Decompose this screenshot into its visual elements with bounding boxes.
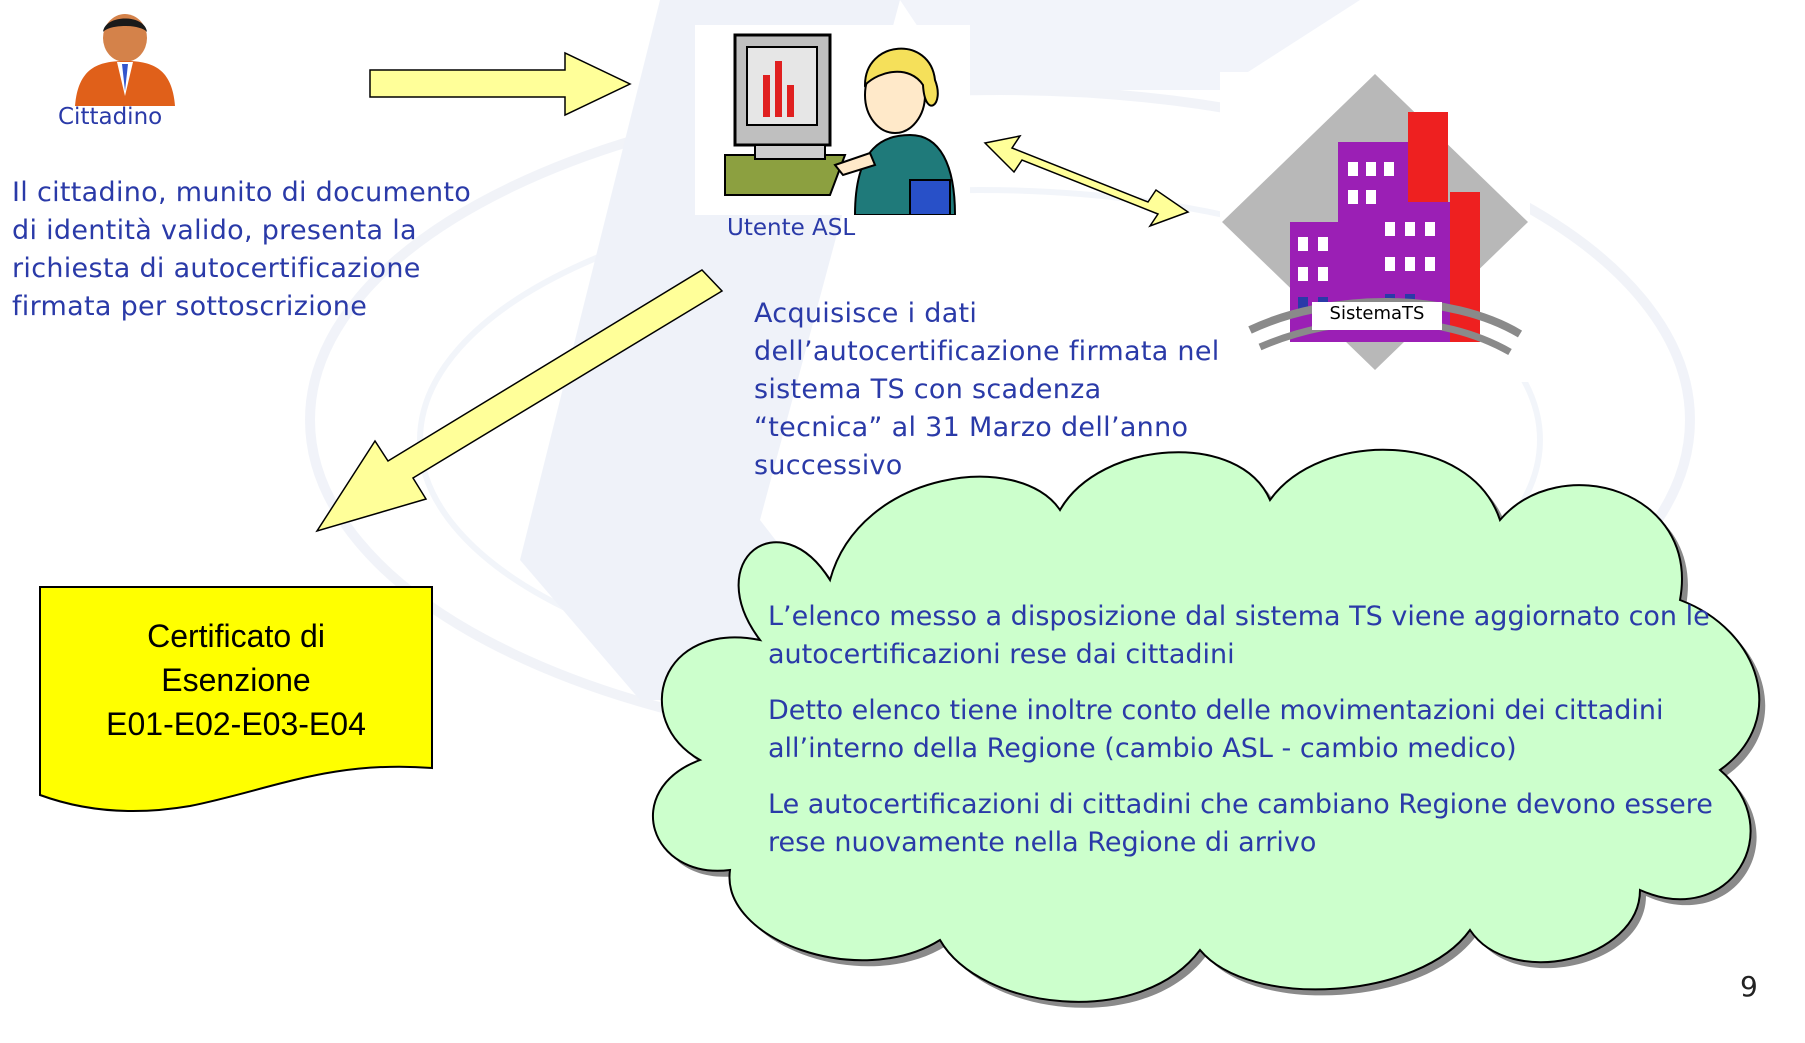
cloud-text: L’elenco messo a disposizione dal sistem… — [768, 598, 1778, 880]
certificate-shape — [39, 586, 433, 812]
certificate-text: Certificato di Esenzione E01-E02-E03-E04 — [40, 614, 432, 746]
certificate-line-3: E01-E02-E03-E04 — [106, 706, 366, 742]
cittadino-description: Il cittadino, munito di documento di ide… — [12, 177, 472, 322]
arrow-down-left — [315, 269, 724, 533]
operator-at-computer-icon — [695, 25, 970, 216]
utente-asl-label: Utente ASL — [727, 215, 856, 241]
certificate-line-1: Certificato di — [147, 618, 325, 654]
cittadino-label: Cittadino — [58, 104, 163, 130]
sistema-ts-label: SistemaTS — [1329, 303, 1425, 324]
cloud-shape — [651, 448, 1761, 1003]
arrow-right — [369, 51, 632, 117]
certificate-line-2: Esenzione — [161, 662, 311, 698]
double-arrow — [983, 134, 1190, 228]
building-icon — [1220, 72, 1530, 382]
page-number: 9 — [1740, 970, 1758, 1003]
cloud-paragraph-2: Detto elenco tiene inoltre conto delle m… — [768, 695, 1664, 764]
cloud-paragraph-1: L’elenco messo a disposizione dal sistem… — [768, 601, 1710, 670]
cloud-paragraph-3: Le autocertificazioni di cittadini che c… — [768, 789, 1713, 858]
person-icon — [70, 6, 180, 106]
utente-asl-description: Acquisisce i dati dell’autocertificazion… — [754, 298, 1220, 481]
